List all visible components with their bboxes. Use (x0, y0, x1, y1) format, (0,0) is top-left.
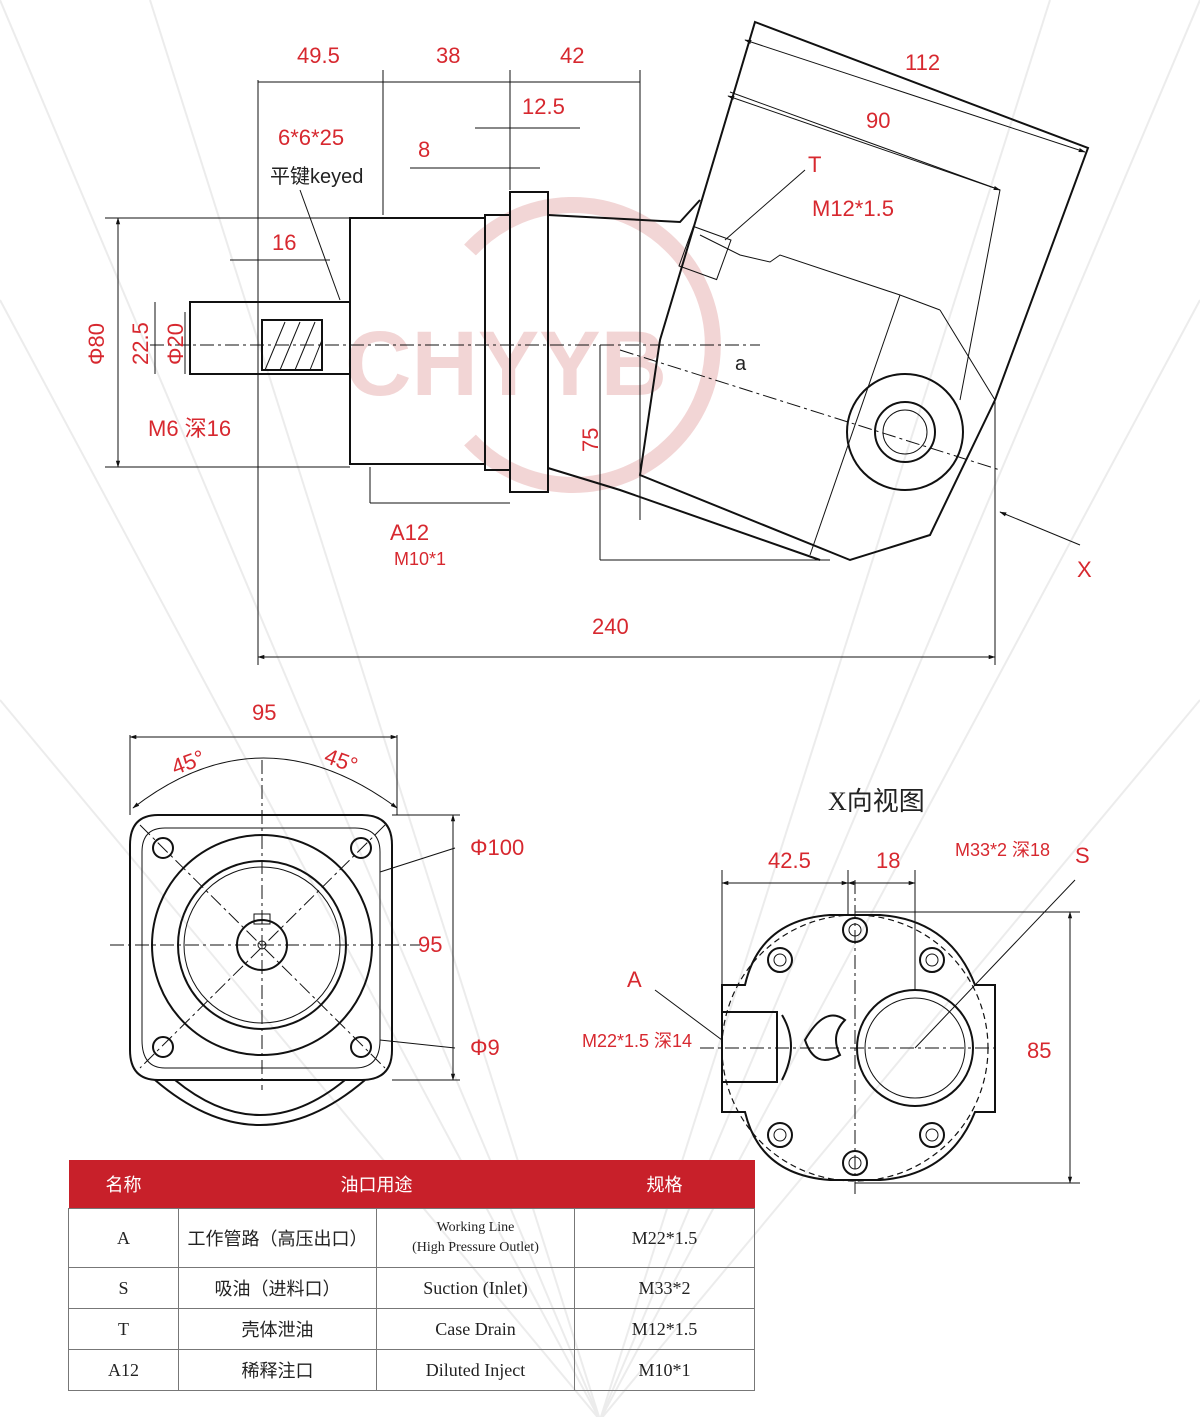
table-header-row: 名称 油口用途 规格 (68, 1160, 755, 1209)
dim-18: 18 (876, 848, 900, 873)
port-boss-outer (846, 373, 964, 491)
row-name: T (68, 1308, 179, 1350)
port-s-spec: M33*2 深18 (955, 840, 1050, 860)
dim-95-top: 95 (252, 700, 276, 725)
dim-75: 75 (578, 428, 603, 452)
row-name: A (68, 1208, 179, 1268)
side-view: 49.5 38 42 12.5 8 6*6*25 平键keyed 16 112 … (84, 20, 1092, 665)
x-bolt-6 (842, 1150, 868, 1176)
dim-85: 85 (1027, 1038, 1051, 1063)
key-label: 平键keyed (270, 165, 363, 188)
row-usage-en-line1: Working Line (436, 1220, 515, 1235)
dim-112: 112 (905, 50, 940, 75)
angle-label: a (735, 353, 747, 375)
row-usage-en: Case Drain (376, 1308, 575, 1350)
port-a12-label: A12 (390, 520, 429, 545)
t-port (678, 225, 732, 281)
housing-neck (547, 199, 821, 561)
x-view-title: X向视图 (828, 787, 925, 816)
bolt-hole-bl (152, 1036, 174, 1058)
x-bolt-1 (842, 917, 868, 943)
header-usage: 油口用途 (178, 1160, 575, 1209)
port-t-spec: M12*1.5 (812, 196, 894, 221)
row-usage-en: Diluted Inject (376, 1349, 575, 1391)
key-spec: 6*6*25 (278, 125, 344, 150)
table-row: S 吸油（进料口） Suction (Inlet) M33*2 (68, 1267, 755, 1309)
dim-22-5: 22.5 (128, 322, 153, 365)
table-row: A12 稀释注口 Diluted Inject M10*1 (68, 1349, 755, 1391)
dim-38: 38 (436, 43, 460, 68)
row-usage-cn: 稀释注口 (178, 1349, 377, 1391)
row-usage-cn: 壳体泄油 (178, 1308, 377, 1350)
port-boss-inner (874, 401, 936, 463)
table-row: A 工作管路（高压出口） Working Line (High Pressure … (68, 1208, 755, 1268)
rear-cover (154, 1079, 366, 1126)
row-usage-en-line2: (High Pressure Outlet) (412, 1240, 539, 1255)
row-spec: M12*1.5 (574, 1308, 755, 1350)
bolt-hole-tl (152, 837, 174, 859)
dim-95-right: 95 (418, 932, 442, 957)
row-name: S (68, 1267, 179, 1309)
row-usage-cn: 工作管路（高压出口） (178, 1208, 377, 1268)
key-hatch (264, 321, 323, 371)
x-dimension-lines (654, 870, 1080, 1184)
port-t-label: T (808, 152, 821, 177)
dim-49-5: 49.5 (297, 43, 340, 68)
table-row: T 壳体泄油 Case Drain M12*1.5 (68, 1308, 755, 1350)
dim-phi20: Φ20 (163, 323, 188, 365)
row-spec: M22*1.5 (574, 1208, 755, 1268)
row-usage-cn: 吸油（进料口） (178, 1267, 377, 1309)
row-usage-en: Suction (Inlet) (376, 1267, 575, 1309)
port-a12-spec: M10*1 (394, 549, 446, 569)
row-spec: M33*2 (574, 1267, 755, 1309)
shaft (189, 301, 351, 375)
x-bolt-2 (767, 947, 793, 973)
row-usage-en: Working Line (High Pressure Outlet) (376, 1208, 575, 1268)
angled-housing (638, 20, 1090, 562)
flange-ring (509, 191, 549, 493)
x-bolt-4 (767, 1122, 793, 1148)
port-a-boss (721, 1011, 778, 1083)
front-dimension-lines (129, 734, 460, 1081)
dim-42-5: 42.5 (768, 848, 811, 873)
angle-left: 45° (168, 745, 208, 780)
bolt-hole-br (350, 1036, 372, 1058)
port-spec-table: 名称 油口用途 规格 A 工作管路（高压出口） Working Line (Hig… (68, 1160, 755, 1391)
thread-m6: M6 深16 (148, 416, 231, 441)
front-view: 95 45° 45° Φ100 95 Φ9 (110, 700, 524, 1126)
side-dimension-lines (105, 39, 1086, 665)
header-spec: 规格 (574, 1160, 755, 1209)
dim-12-5: 12.5 (522, 94, 565, 119)
watermark-text: CHYYB (345, 313, 667, 415)
row-name: A12 (68, 1349, 179, 1391)
x-view: X向视图 42.5 18 M33*2 深18 S (582, 787, 1090, 1195)
x-view-body (721, 914, 996, 1181)
dim-8: 8 (418, 137, 430, 162)
view-arrow-x: X (1077, 557, 1092, 582)
row-spec: M10*1 (574, 1349, 755, 1391)
dim-phi9: Φ9 (470, 1035, 500, 1060)
dim-42: 42 (560, 43, 584, 68)
kidney-slot (803, 1014, 847, 1061)
square-flange (129, 814, 393, 1081)
bolt-hole-tr (350, 837, 372, 859)
dim-90: 90 (866, 108, 890, 133)
port-a-spec: M22*1.5 深14 (582, 1031, 692, 1051)
dim-phi80: Φ80 (84, 323, 109, 365)
port-a-label: A (627, 967, 642, 992)
header-name: 名称 (68, 1160, 179, 1209)
dim-phi100: Φ100 (470, 835, 524, 860)
port-s-label: S (1075, 843, 1090, 868)
x-bolt-5 (919, 1122, 945, 1148)
dim-240: 240 (592, 614, 629, 639)
dim-16: 16 (272, 230, 296, 255)
x-bolt-3 (919, 947, 945, 973)
